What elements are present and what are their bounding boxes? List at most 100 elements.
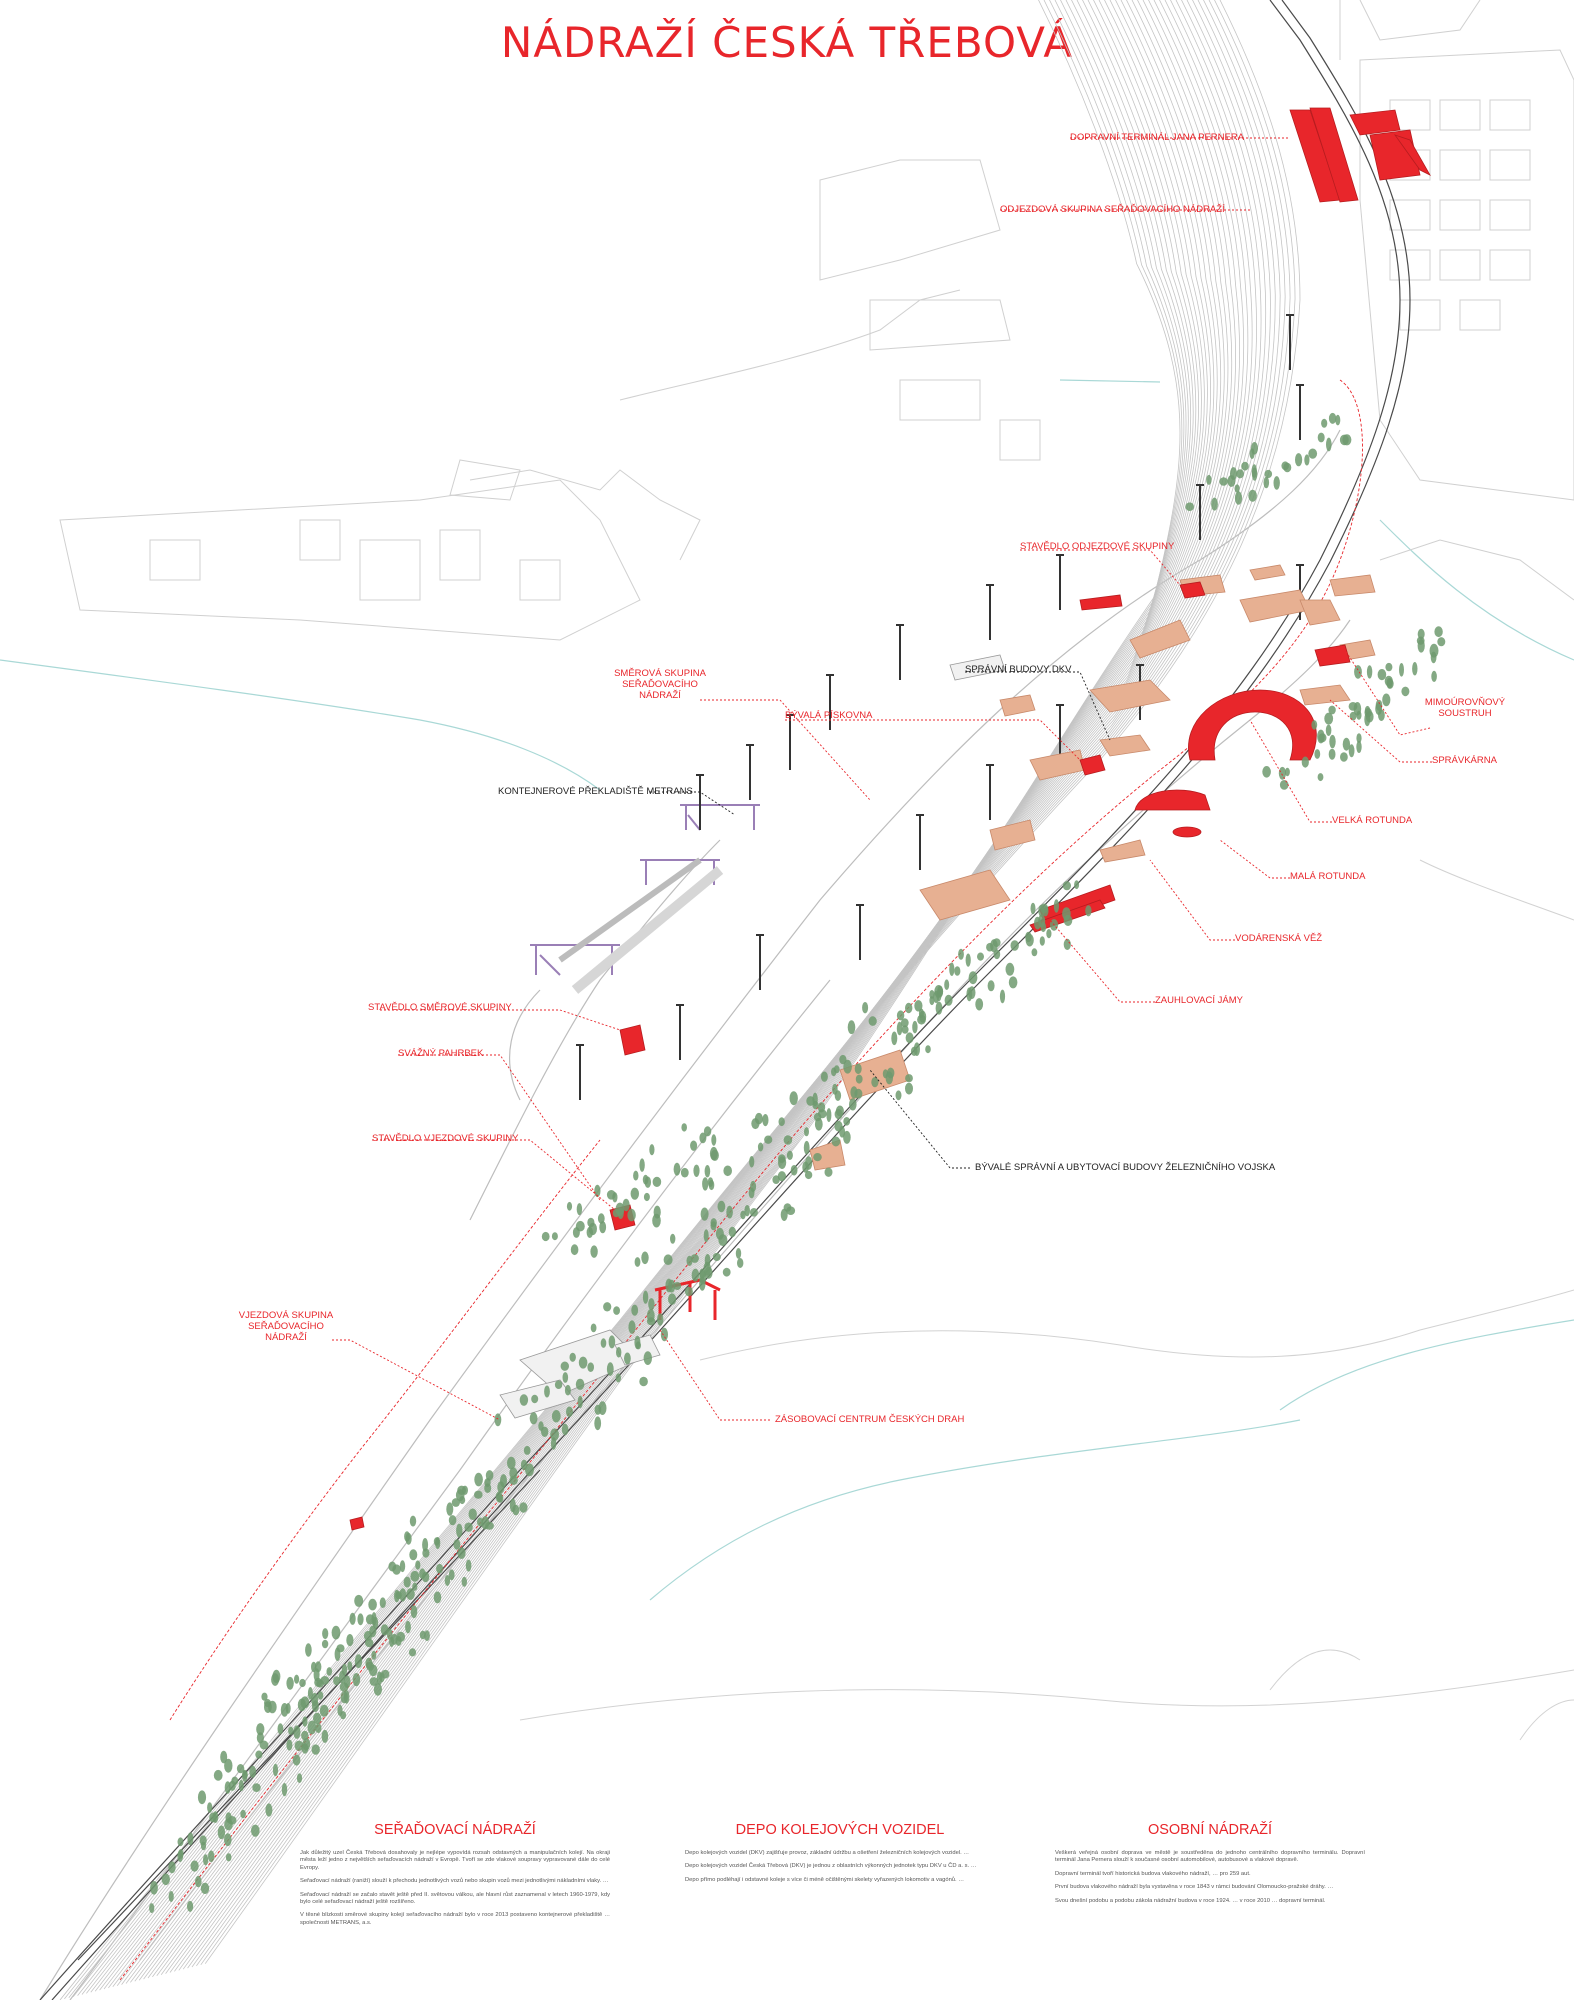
tree [572, 1227, 580, 1238]
tree [252, 1783, 261, 1792]
tree [371, 1650, 377, 1660]
tree [200, 1841, 207, 1851]
rail-track [174, 0, 1197, 1972]
tree [929, 996, 935, 1006]
tree [347, 1661, 353, 1671]
lamp-mast [1296, 384, 1304, 440]
tree [590, 1323, 597, 1333]
tree [648, 1298, 655, 1311]
tree [301, 1730, 309, 1741]
tree [177, 1837, 184, 1847]
tree [451, 1498, 460, 1507]
tree [691, 1268, 700, 1282]
tree [448, 1569, 455, 1581]
tree [212, 1811, 219, 1823]
tree [1063, 938, 1071, 951]
tree [681, 1123, 687, 1132]
tree [1042, 905, 1049, 917]
tree [315, 1723, 322, 1734]
tree [409, 1515, 417, 1527]
lamp-mast [1196, 484, 1204, 540]
tree [305, 1643, 312, 1657]
tree [551, 1232, 558, 1241]
tree [213, 1769, 223, 1781]
tree [1326, 437, 1332, 452]
tree [569, 1352, 576, 1362]
label-svazny: SVÁŽNÝ PAHRBEK [398, 1048, 484, 1059]
tree [1417, 628, 1425, 640]
tree [1429, 643, 1439, 658]
tree [352, 1673, 361, 1687]
tree [343, 1675, 351, 1688]
tree [208, 1850, 215, 1863]
tree [321, 1729, 329, 1743]
tree [448, 1515, 457, 1526]
tree [608, 1335, 616, 1349]
tree [349, 1612, 356, 1625]
tree [336, 1644, 345, 1653]
tree [833, 1065, 840, 1074]
lamp-mast [856, 904, 864, 960]
tree [905, 1032, 914, 1044]
tree [1062, 907, 1071, 921]
lamp-mast [786, 714, 794, 770]
label-zauhlovaci: ZAUHLOVACÍ JÁMY [1155, 995, 1243, 1006]
tree [728, 1226, 737, 1238]
tree [331, 1625, 341, 1640]
depot-buildings [809, 564, 1376, 1171]
tree [1385, 662, 1393, 672]
tree [444, 1575, 451, 1586]
tree [633, 1170, 639, 1181]
tree [1434, 626, 1443, 638]
tree [422, 1538, 429, 1552]
tree [868, 1016, 877, 1026]
tree [824, 1167, 833, 1177]
tree [1230, 467, 1237, 480]
column-paragraph: Jak důležitý uzel Česká Třebová dosahova… [300, 1850, 610, 1871]
tree [464, 1522, 473, 1532]
tree [225, 1853, 232, 1862]
label-terminal: DOPRAVNÍ TERMINÁL JANA PERNERA [1070, 132, 1245, 143]
tree [187, 1900, 194, 1912]
tree [1356, 733, 1362, 743]
tree [660, 1327, 669, 1342]
tree [1295, 453, 1303, 467]
rail-track [68, 0, 1291, 1999]
tree [1185, 502, 1194, 512]
column-paragraph: Seřaďovací nádraží se začalo stavět ješt… [300, 1891, 610, 1906]
tree [968, 986, 976, 999]
label-spravni-budovy: SPRÁVNÍ BUDOVY DKV [965, 664, 1072, 675]
tree [615, 1202, 625, 1216]
tree [224, 1833, 232, 1847]
tree [813, 1112, 822, 1122]
column-seradovaci: SEŘAĎOVACÍ NÁDRAŽÍ Jak důležitý uzel Čes… [300, 1822, 610, 1933]
tree [895, 1090, 902, 1101]
tree [975, 998, 984, 1011]
tree [1008, 976, 1018, 989]
supply-centre-buildings [499, 654, 1006, 1419]
label-byvale-spravni: BÝVALÉ SPRÁVNÍ A UBYTOVACÍ BUDOVY ŽELEZN… [975, 1162, 1276, 1173]
tree [594, 1416, 602, 1431]
tree [500, 1474, 507, 1488]
tree [544, 1385, 550, 1398]
tree [1364, 708, 1372, 718]
tree [780, 1208, 788, 1222]
tree [1010, 940, 1019, 951]
tree [786, 1150, 793, 1161]
tree [224, 1818, 233, 1831]
tree [587, 1362, 594, 1372]
tree [603, 1302, 612, 1312]
tree [1340, 752, 1348, 762]
tree [613, 1306, 620, 1315]
tree [740, 1210, 746, 1220]
tree [712, 1252, 721, 1262]
tree [200, 1882, 210, 1894]
tree [1278, 766, 1286, 780]
tree [1437, 637, 1446, 647]
tree [718, 1234, 728, 1246]
tree [203, 1854, 209, 1866]
tree [958, 948, 964, 960]
tree [285, 1703, 291, 1714]
tree [1262, 766, 1271, 778]
tree [871, 1077, 879, 1088]
